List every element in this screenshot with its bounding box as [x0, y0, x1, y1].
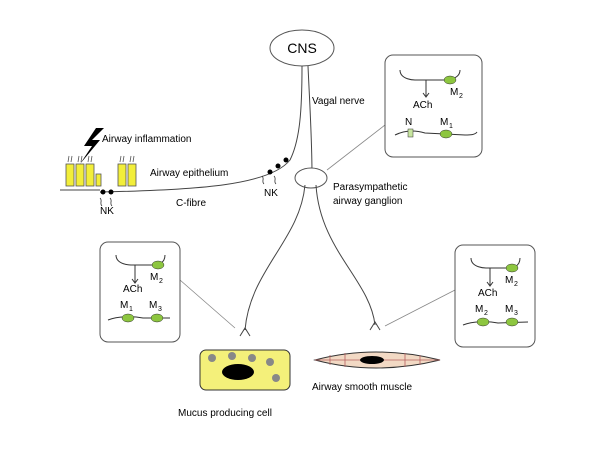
svg-text:M: M — [150, 272, 158, 283]
svg-text:2: 2 — [459, 93, 463, 100]
ganglion-node — [294, 167, 328, 189]
c-fibre-label: C-fibre — [176, 198, 206, 209]
vagal-nerve-label: Vagal nerve — [312, 96, 365, 107]
postganglionic-left — [244, 184, 306, 331]
terminal-right — [369, 321, 381, 331]
callout-ganglion — [326, 124, 386, 171]
svg-text:ACh: ACh — [123, 284, 142, 295]
vagal-nerve-line — [99, 65, 303, 193]
vagal-nerve-efferent — [307, 65, 313, 176]
nk-right-label: NK — [264, 188, 278, 199]
svg-text:M: M — [149, 300, 157, 311]
svg-text:M: M — [120, 300, 128, 311]
svg-text:M: M — [450, 87, 458, 98]
ganglion-label-1: Parasympathetic — [333, 182, 407, 193]
svg-text:2: 2 — [159, 278, 163, 285]
svg-text:M: M — [505, 275, 513, 286]
svg-text:3: 3 — [514, 310, 518, 317]
airway-inflammation-label: Airway inflammation — [102, 134, 191, 145]
callout-muscle — [384, 289, 456, 327]
mucus-cell-label: Mucus producing cell — [178, 408, 272, 419]
mucus-cell — [199, 349, 291, 391]
svg-text:N: N — [405, 117, 412, 128]
nk-left-label: NK — [100, 206, 114, 217]
terminal-left — [239, 327, 251, 337]
svg-text:M: M — [475, 304, 483, 315]
svg-text:ACh: ACh — [413, 100, 432, 111]
svg-text:M: M — [440, 117, 448, 128]
smooth-muscle-label: Airway smooth muscle — [312, 382, 412, 393]
lightning-icon — [80, 128, 104, 164]
airway-epithelium-label: Airway epithelium — [150, 168, 228, 179]
cns-label: CNS — [287, 40, 317, 56]
airway-epithelium — [65, 155, 137, 187]
synapse-box-ganglion: M 2 ACh N M 1 — [384, 54, 483, 158]
svg-text:M: M — [505, 304, 513, 315]
nk-release-left — [99, 189, 114, 207]
svg-text:1: 1 — [129, 306, 133, 313]
svg-text:1: 1 — [449, 123, 453, 130]
svg-text:3: 3 — [158, 306, 162, 313]
callout-mucus — [179, 279, 236, 329]
svg-text:2: 2 — [484, 310, 488, 317]
synapse-box-muscle: M 2 ACh M 2 M 3 — [454, 244, 536, 348]
nk-release-right — [261, 157, 289, 185]
svg-text:2: 2 — [514, 281, 518, 288]
svg-text:ACh: ACh — [478, 288, 497, 299]
smooth-muscle-cell — [313, 351, 441, 369]
postganglionic-right — [315, 184, 376, 326]
synapse-box-mucus: M 2 ACh M 1 M 3 — [99, 241, 181, 343]
ganglion-label-2: airway ganglion — [333, 196, 403, 207]
